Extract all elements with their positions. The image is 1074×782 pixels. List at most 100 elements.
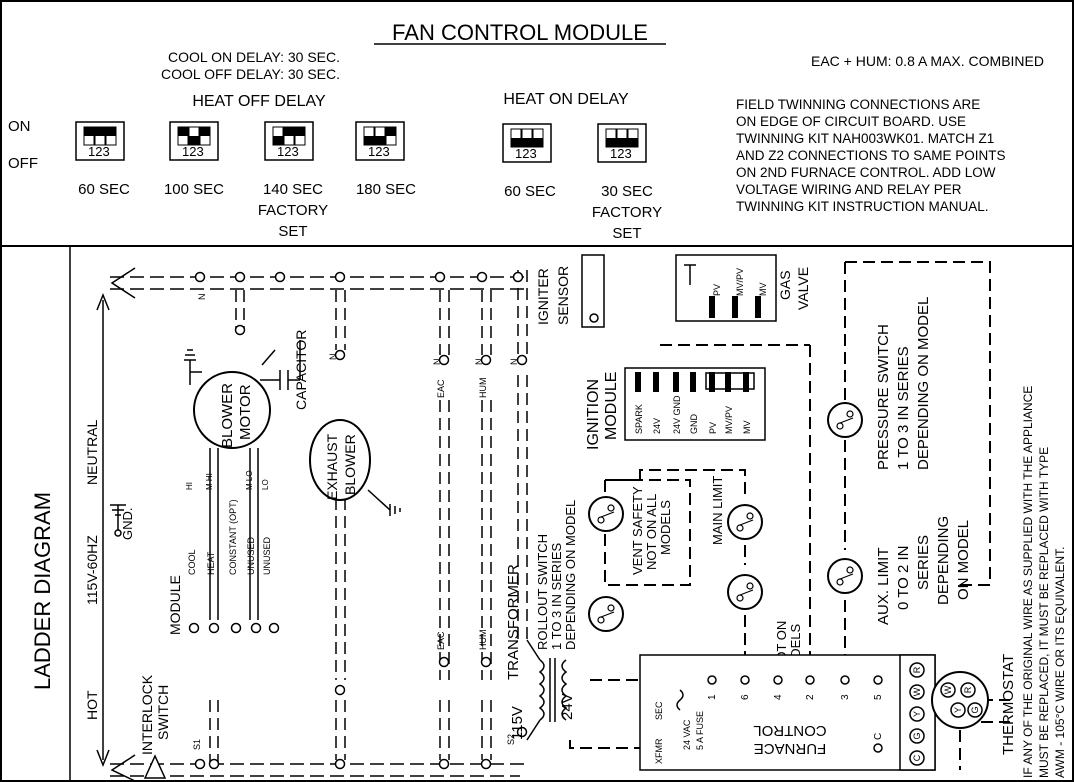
tstat-terminal bbox=[909, 662, 925, 678]
tstat-inner-terminal bbox=[950, 702, 966, 718]
interlock-label-2: SWITCH bbox=[155, 685, 171, 740]
on-switch-label-1: 60 SEC bbox=[504, 183, 556, 200]
rollout-label-3: DEPENDING ON MODEL bbox=[563, 500, 578, 650]
ign-terminal-pin bbox=[709, 372, 715, 392]
tap-mlo: M LO bbox=[245, 470, 254, 490]
tstat-inner-label: R bbox=[963, 686, 973, 693]
ign-terminal-pin bbox=[743, 372, 749, 392]
mod-tap-cool: COOL bbox=[187, 549, 197, 575]
dip-180sec: 123 bbox=[355, 121, 405, 161]
main-limit-label: MAIN LIMIT bbox=[710, 476, 725, 545]
off-switch-label-4: 180 SEC bbox=[356, 181, 416, 198]
fc-terminal-label: C bbox=[873, 733, 884, 740]
dip-on-60sec: 123 bbox=[502, 123, 552, 163]
dip-140sec-numbers: 123 bbox=[277, 144, 299, 159]
aux-limit-label-5: ON MODEL bbox=[955, 520, 972, 600]
off-switch-label-2: 100 SEC bbox=[164, 181, 224, 198]
n-label-5: N bbox=[509, 359, 519, 366]
capacitor-icon bbox=[260, 340, 301, 390]
sensor-label: SENSOR bbox=[555, 266, 571, 325]
twin-line-2: ON EDGE OF CIRCUIT BOARD. USE bbox=[736, 114, 966, 129]
off-switch-label-3: 140 SEC bbox=[263, 181, 323, 198]
fc-terminal-label: 6 bbox=[740, 694, 751, 700]
gv-terminal-pin bbox=[709, 296, 715, 318]
tstat-inner-label: Y bbox=[953, 707, 963, 713]
tstat-terminal-label: C bbox=[912, 754, 922, 761]
fuse-icon bbox=[676, 689, 684, 711]
connector-node bbox=[476, 271, 488, 283]
connector-node bbox=[188, 622, 200, 634]
pressure-label-1: PRESSURE SWITCH bbox=[875, 324, 892, 470]
aux-limit-label-3: SERIES bbox=[915, 535, 932, 590]
connector-node bbox=[438, 354, 450, 366]
mod-tap-constant: CONSTANT (OPT) bbox=[228, 499, 238, 575]
fc-terminal-label: 2 bbox=[805, 694, 816, 700]
twin-line-1: FIELD TWINNING CONNECTIONS ARE bbox=[736, 97, 980, 112]
tstat-terminal-label: Y bbox=[912, 711, 922, 717]
gnd-icon bbox=[110, 504, 126, 537]
ign-terminal-pin bbox=[653, 372, 659, 392]
blower-motor-label-1: BLOWER bbox=[219, 383, 236, 448]
n-label-1: N bbox=[197, 294, 207, 301]
n-label-3: N bbox=[432, 359, 442, 366]
connector-node bbox=[516, 726, 528, 738]
fc-terminal-label: 5 bbox=[873, 694, 884, 700]
sensor-node bbox=[589, 313, 599, 323]
tstat-inner-terminal bbox=[967, 702, 983, 718]
connector-node bbox=[268, 622, 280, 634]
on-label: ON bbox=[8, 118, 31, 135]
hum-top-label: HUM bbox=[478, 378, 488, 399]
tstat-inner-label: G bbox=[970, 706, 980, 713]
fc-terminal-label: 3 bbox=[840, 694, 851, 700]
cool-on-delay: COOL ON DELAY: 30 SEC. bbox=[168, 49, 340, 65]
pressure-label-2: 1 TO 3 IN SERIES bbox=[895, 346, 912, 470]
connector-nodes bbox=[188, 271, 528, 770]
aux-limit-label-4: DEPENDING bbox=[935, 516, 952, 605]
tstat-terminal bbox=[909, 750, 925, 766]
mod-tap-unused-2: UNUSED bbox=[262, 536, 272, 575]
on-switch-label-2: 30 SEC bbox=[601, 183, 653, 200]
supply-arrow bbox=[96, 292, 110, 768]
connector-node bbox=[334, 349, 346, 361]
on-switch-factory: FACTORY bbox=[592, 204, 662, 221]
thermostat-label: THERMOSTAT bbox=[1000, 654, 1017, 755]
motor-tap-wires bbox=[209, 448, 259, 620]
ign-terminal-pin bbox=[673, 372, 679, 392]
neutral-label: NEUTRAL bbox=[84, 419, 100, 485]
off-label: OFF bbox=[8, 155, 38, 172]
dip-on-60sec-numbers: 123 bbox=[515, 146, 537, 161]
connector-node bbox=[334, 684, 346, 696]
furnace-control-label-2: CONTROL bbox=[753, 722, 826, 739]
tstat-inner-terminal bbox=[960, 682, 976, 698]
eac-hum-rating: EAC + HUM: 0.8 A MAX. COMBINED bbox=[811, 53, 1044, 69]
motor-ground-icon bbox=[184, 349, 202, 385]
gas-valve-label-1: GAS bbox=[777, 270, 793, 300]
ign-terminal-pin bbox=[635, 372, 641, 392]
gv-terminal-label: MV bbox=[758, 283, 768, 297]
vent-safety-label-2: NOT ON ALL bbox=[644, 494, 659, 570]
connector-node bbox=[234, 324, 246, 336]
on-switch-set: SET bbox=[612, 225, 641, 242]
ignition-module-label-2: MODULE bbox=[603, 372, 620, 440]
interlock-switch-icon[interactable] bbox=[143, 754, 167, 779]
furnace-control-board bbox=[639, 654, 936, 771]
aux-limit-label-2: 0 TO 2 IN bbox=[895, 546, 912, 610]
igniter-sensor-icon bbox=[581, 254, 605, 328]
rollout-label-2: 1 TO 3 IN SERIES bbox=[549, 542, 564, 650]
cool-off-delay: COOL OFF DELAY: 30 SEC. bbox=[161, 66, 340, 82]
tstat-terminal-label: W bbox=[912, 687, 922, 696]
tstat-terminal bbox=[909, 706, 925, 722]
tstat-inner-label: W bbox=[943, 685, 953, 694]
transformer-icon bbox=[526, 639, 568, 741]
xfmr-label: XFMR bbox=[654, 738, 664, 764]
ign-terminal-label: 24V bbox=[652, 418, 662, 434]
twin-line-4: AND Z2 CONNECTIONS TO SAME POINTS bbox=[736, 148, 1006, 163]
gnd-label: GND. bbox=[120, 508, 135, 541]
off-switch-factory: FACTORY bbox=[258, 202, 328, 219]
connector-node bbox=[250, 622, 262, 634]
fc-terminal-c bbox=[873, 743, 883, 753]
exhaust-ground-icon bbox=[367, 489, 401, 516]
